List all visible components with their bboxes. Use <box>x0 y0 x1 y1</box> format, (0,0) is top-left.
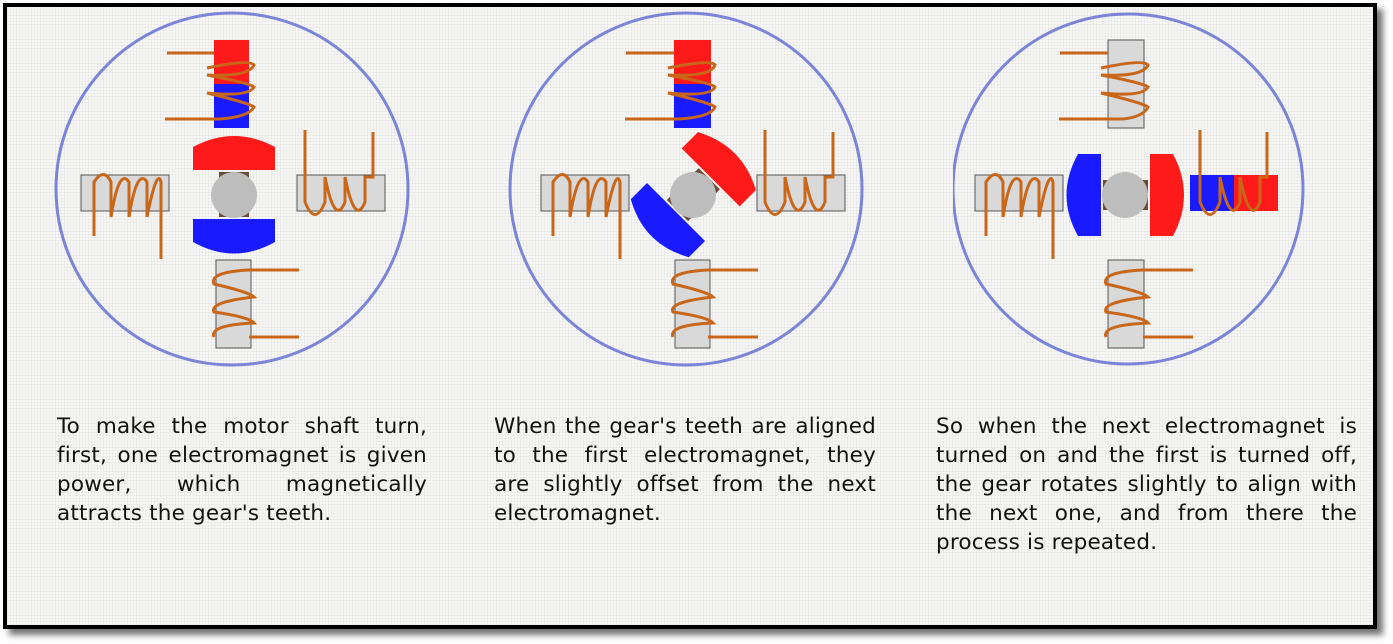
shaft <box>1102 172 1148 218</box>
rotor-gear <box>193 136 275 254</box>
diagram-frame: To make the motor shaft turn, first, one… <box>3 3 1377 629</box>
bottom-electromagnet <box>670 259 758 349</box>
caption-step-1: To make the motor shaft turn, first, one… <box>57 414 427 526</box>
stator-ring <box>54 11 410 367</box>
stepper-motor-step-2-diagram <box>508 11 864 367</box>
rotor-gear <box>1066 154 1184 236</box>
caption-step-2: When the gear's teeth are aligned to the… <box>494 414 876 526</box>
stepper-motor-step-1-diagram <box>54 11 410 367</box>
shaft <box>211 172 257 218</box>
bottom-electromagnet <box>211 259 299 349</box>
left-electromagnet <box>540 173 630 259</box>
shaft <box>670 172 716 218</box>
right-electromagnet <box>756 130 846 216</box>
top-electromagnet <box>165 40 256 128</box>
stator-ring <box>508 11 864 367</box>
left-electromagnet <box>974 173 1064 259</box>
stator-ring <box>953 12 1305 366</box>
top-electromagnet <box>625 40 717 128</box>
right-electromagnet <box>296 130 386 216</box>
right-electromagnet <box>1190 130 1278 216</box>
caption-step-3: So when the next electromagnet is turned… <box>936 414 1357 555</box>
bottom-electromagnet <box>1104 259 1193 349</box>
top-electromagnet <box>1059 39 1150 129</box>
stepper-motor-step-3-diagram <box>953 12 1305 366</box>
rotor-gear <box>630 132 756 258</box>
left-electromagnet <box>80 173 170 259</box>
